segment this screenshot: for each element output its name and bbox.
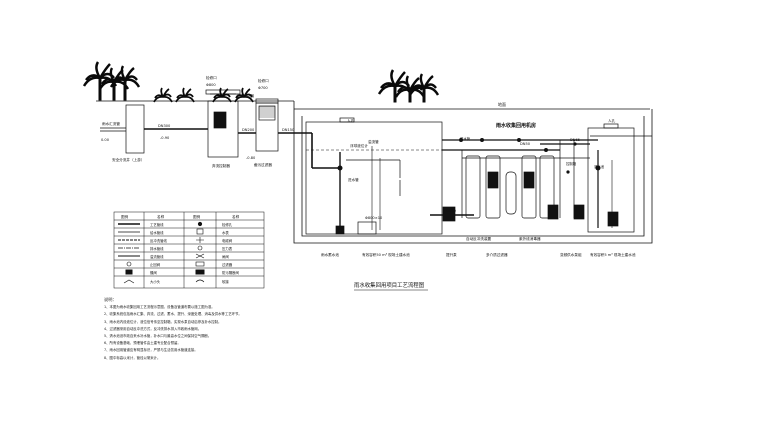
note-item: 4、过滤器采用自动反冲洗方式，反冲洗排水排入市政雨水管网。 (104, 326, 202, 331)
legend-swatches (118, 221, 205, 284)
legend-text: 图例 名称 图例 名称 工艺管线 检修孔 给水管线 水表 反冲洗管线 电磁阀 排… (121, 214, 240, 284)
label-elev-2: -0.80 (246, 156, 256, 160)
label-dn65: DN65 (570, 138, 580, 142)
label-multi-filter: 多介质过滤器 (486, 252, 508, 257)
legend-name: 蝶阀 (150, 270, 157, 275)
notes-block: 说明： 1、本图为雨水收集回用工艺流程示意图，设备及管道布置以施工图为准。 2、… (104, 296, 404, 362)
notes-heading: 说明： (104, 297, 117, 302)
legend-name: 防污隔断阀 (222, 270, 240, 275)
palm-trees-left (82, 61, 254, 103)
label-reuse-tank-note: 有效容积5 m³ 现场土建水池 (590, 252, 636, 257)
label-inspection-2: 检修口 (258, 78, 269, 83)
palm-trees-right (377, 69, 440, 103)
legend-name: 溢流管线 (150, 254, 164, 259)
legend-name: 压力表 (222, 246, 233, 251)
ground-line (96, 100, 650, 110)
legend-name: 给水管线 (150, 230, 164, 235)
label-disinfect: 紫外线消毒器 (519, 236, 541, 241)
label-supply-pump: 提升泵 (446, 252, 457, 257)
label-manhole-2: 人孔 (608, 118, 616, 123)
equipment-room (399, 123, 652, 233)
label-overflow: 溢流管 (368, 139, 379, 144)
basement-outline (293, 109, 653, 244)
legend-name: 检修孔 (222, 222, 233, 227)
label-filter-basket: 弃流控制器 (236, 93, 254, 98)
legend-name: 工艺管线 (150, 222, 164, 227)
note-item: 1、本图为雨水收集回用工艺流程示意图，设备及管道布置以施工图为准。 (104, 305, 215, 310)
legend-header-1: 图例 (121, 214, 129, 219)
legend-name: 大小头 (150, 279, 161, 284)
ground-label: 地面 (498, 101, 506, 107)
label-elev-1: -0.90 (160, 136, 170, 140)
legend-name: 反冲洗管线 (150, 238, 168, 243)
label-safety-diverter: 安全分流井（上游） (112, 157, 144, 162)
legend-header-4: 名称 (232, 214, 240, 219)
label-supply: 供水管 (460, 136, 471, 141)
valve-markers (337, 138, 601, 174)
note-item: 7、雨水回用管道应有明显标识，严禁与生活饮用水管道连接。 (104, 348, 198, 353)
legend-name: 排水管线 (150, 246, 164, 251)
label-inspection-2-dia: Φ700 (258, 86, 268, 90)
label-first-flush: 弃流控制器 (212, 163, 230, 168)
legend-table (113, 211, 265, 289)
label-dn300: DN300 (158, 124, 171, 128)
label-hyclo: 自动反冲洗装置 (466, 236, 492, 241)
label-dn150: DN150 (282, 128, 295, 132)
label-inspection-1-dia: Φ800 (206, 83, 216, 87)
legend-header-3: 图例 (193, 214, 201, 219)
label-dn50: DN50 (520, 142, 531, 146)
legend-name: 软接 (222, 279, 229, 284)
rain-cistern (305, 117, 443, 235)
label-float-switch: 浮球液位计 (350, 143, 368, 148)
label-inspection-1: 检修口 (206, 75, 217, 80)
legend-name: 闸阀 (222, 254, 229, 259)
label-inlet: 雨水汇流管 (102, 121, 120, 126)
note-item: 5、清水池设市政自来水补水管，补水口与最高水位之间保持空气隔断。 (104, 334, 212, 339)
label-elev-3: 0.00 (101, 138, 110, 142)
legend-name: 过滤器 (222, 262, 233, 267)
label-clean-pump: 清水池 (594, 164, 605, 169)
diagram-title: 雨水收集回用项目工艺流程图 (354, 281, 424, 289)
note-item: 2、收集系统包括雨水汇集、弃流、过滤、蓄水、提升、深度处理、消毒及供水等工艺环节… (104, 312, 242, 317)
label-cistern: 雨水蓄水池 (321, 252, 339, 257)
label-manhole-1: 人孔 (347, 118, 355, 123)
label-dn200: DN200 (242, 128, 255, 132)
legend-name: 止回阀 (150, 262, 161, 267)
label-settling-filter: 截污过滤器 (254, 162, 272, 167)
label-pipe-size: Φ800×10 (365, 216, 383, 220)
collection-pipework (100, 89, 340, 169)
label-pump-group: 变频供水泵组 (560, 252, 582, 257)
label-inlet-pipe: 进水管 (348, 177, 359, 182)
note-item: 3、雨水池内设液位计，液位信号传至控制箱，实现水泵自动启停及补水控制。 (104, 319, 222, 324)
note-item: 8、图中标高以米计，管径以毫米计。 (104, 355, 161, 360)
legend-name: 电磁阀 (222, 238, 233, 243)
legend-header-2: 名称 (157, 214, 165, 219)
label-control-box: 控制箱 (566, 161, 577, 166)
note-item: 6、所有设备基础、预埋管件由土建专业配合预留。 (104, 341, 181, 346)
label-tank-note: 有效容积50 m³ 现场土建水池 (362, 252, 410, 257)
legend-name: 水表 (222, 230, 229, 235)
label-dn80: DN80 (446, 209, 457, 213)
room-title: 雨水收集回用机房 (496, 122, 536, 129)
